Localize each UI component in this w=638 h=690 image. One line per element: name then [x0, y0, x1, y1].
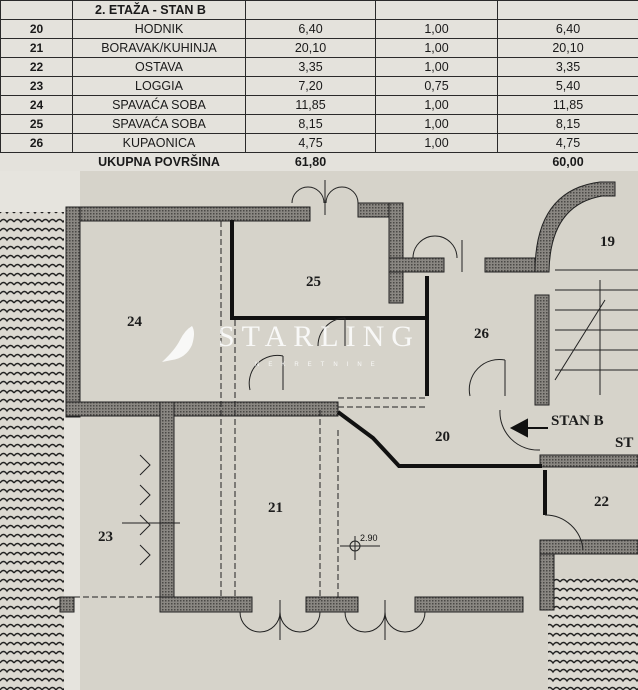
room-name: BORAVAK/KUHINJA: [72, 38, 246, 58]
room-20: 20: [435, 429, 450, 445]
roof-tiles-right: [548, 578, 638, 690]
room-26: 26: [474, 326, 490, 342]
room-area: 20,10: [245, 38, 376, 58]
total-label: UKUPNA POVRŠINA: [72, 152, 246, 171]
net-area: 6,40: [497, 19, 638, 39]
room-number: 21: [0, 38, 73, 58]
coefficient: 1,00: [375, 114, 498, 134]
room-number: 24: [0, 95, 73, 115]
room-number: 25: [0, 114, 73, 134]
net-area: 11,85: [497, 95, 638, 115]
room-area: 6,40: [245, 19, 376, 39]
coefficient: 1,00: [375, 95, 498, 115]
walls: [59, 181, 638, 613]
net-area: 20,10: [497, 38, 638, 58]
coefficient: 1,00: [375, 133, 498, 153]
total-area: 61,80: [245, 152, 376, 171]
room-name: SPAVAĆA SOBA: [72, 95, 246, 115]
entrance-label: STAN B: [551, 413, 604, 429]
room-number: 23: [0, 76, 73, 96]
interior-walls: [230, 220, 547, 515]
entrance-arrow-icon: [509, 418, 548, 438]
room-23: 23: [98, 529, 113, 545]
net-area: 3,35: [497, 57, 638, 77]
net-area: 4,75: [497, 133, 638, 153]
entrance-label-cut: ST: [615, 435, 633, 451]
room-name: LOGGIA: [72, 76, 246, 96]
total-net-area: 60,00: [497, 152, 638, 171]
coefficient: 1,00: [375, 57, 498, 77]
watermark-sub: NEKRETNINE: [255, 362, 384, 368]
room-number: 22: [0, 57, 73, 77]
room-number: 26: [0, 133, 73, 153]
room-area: 4,75: [245, 133, 376, 153]
net-area: 8,15: [497, 114, 638, 134]
table-header-row: 2. ETAŽA - STAN B: [0, 0, 638, 20]
room-22: 22: [594, 494, 609, 510]
roof-tiles-left: [0, 212, 64, 690]
section-header: 2. ETAŽA - STAN B: [72, 0, 246, 20]
watermark: STARLING NEKRETNINE: [162, 320, 420, 368]
coefficient: 1,00: [375, 38, 498, 58]
room-21: 21: [268, 500, 283, 516]
coefficient: 1,00: [375, 19, 498, 39]
room-number: 20: [0, 19, 73, 39]
watermark-brand: STARLING: [218, 320, 420, 353]
floor-plan: 19 20 21 22 23 24 25 26 STAN B ST 2.90 S…: [0, 171, 638, 690]
bird-logo-icon: [162, 326, 194, 362]
room-area: 8,15: [245, 114, 376, 134]
room-25: 25: [306, 274, 321, 290]
doors-windows: [122, 180, 638, 640]
room-name: SPAVAĆA SOBA: [72, 114, 246, 134]
level-mark: 2.90: [360, 533, 378, 543]
room-name: OSTAVA: [72, 57, 246, 77]
net-area: 5,40: [497, 76, 638, 96]
room-area: 11,85: [245, 95, 376, 115]
room-name: HODNIK: [72, 19, 246, 39]
room-area: 7,20: [245, 76, 376, 96]
coefficient: 0,75: [375, 76, 498, 96]
room-name: KUPAONICA: [72, 133, 246, 153]
room-area: 3,35: [245, 57, 376, 77]
room-24: 24: [127, 314, 143, 330]
dashed-lines: [74, 221, 428, 600]
room-19: 19: [600, 234, 615, 250]
